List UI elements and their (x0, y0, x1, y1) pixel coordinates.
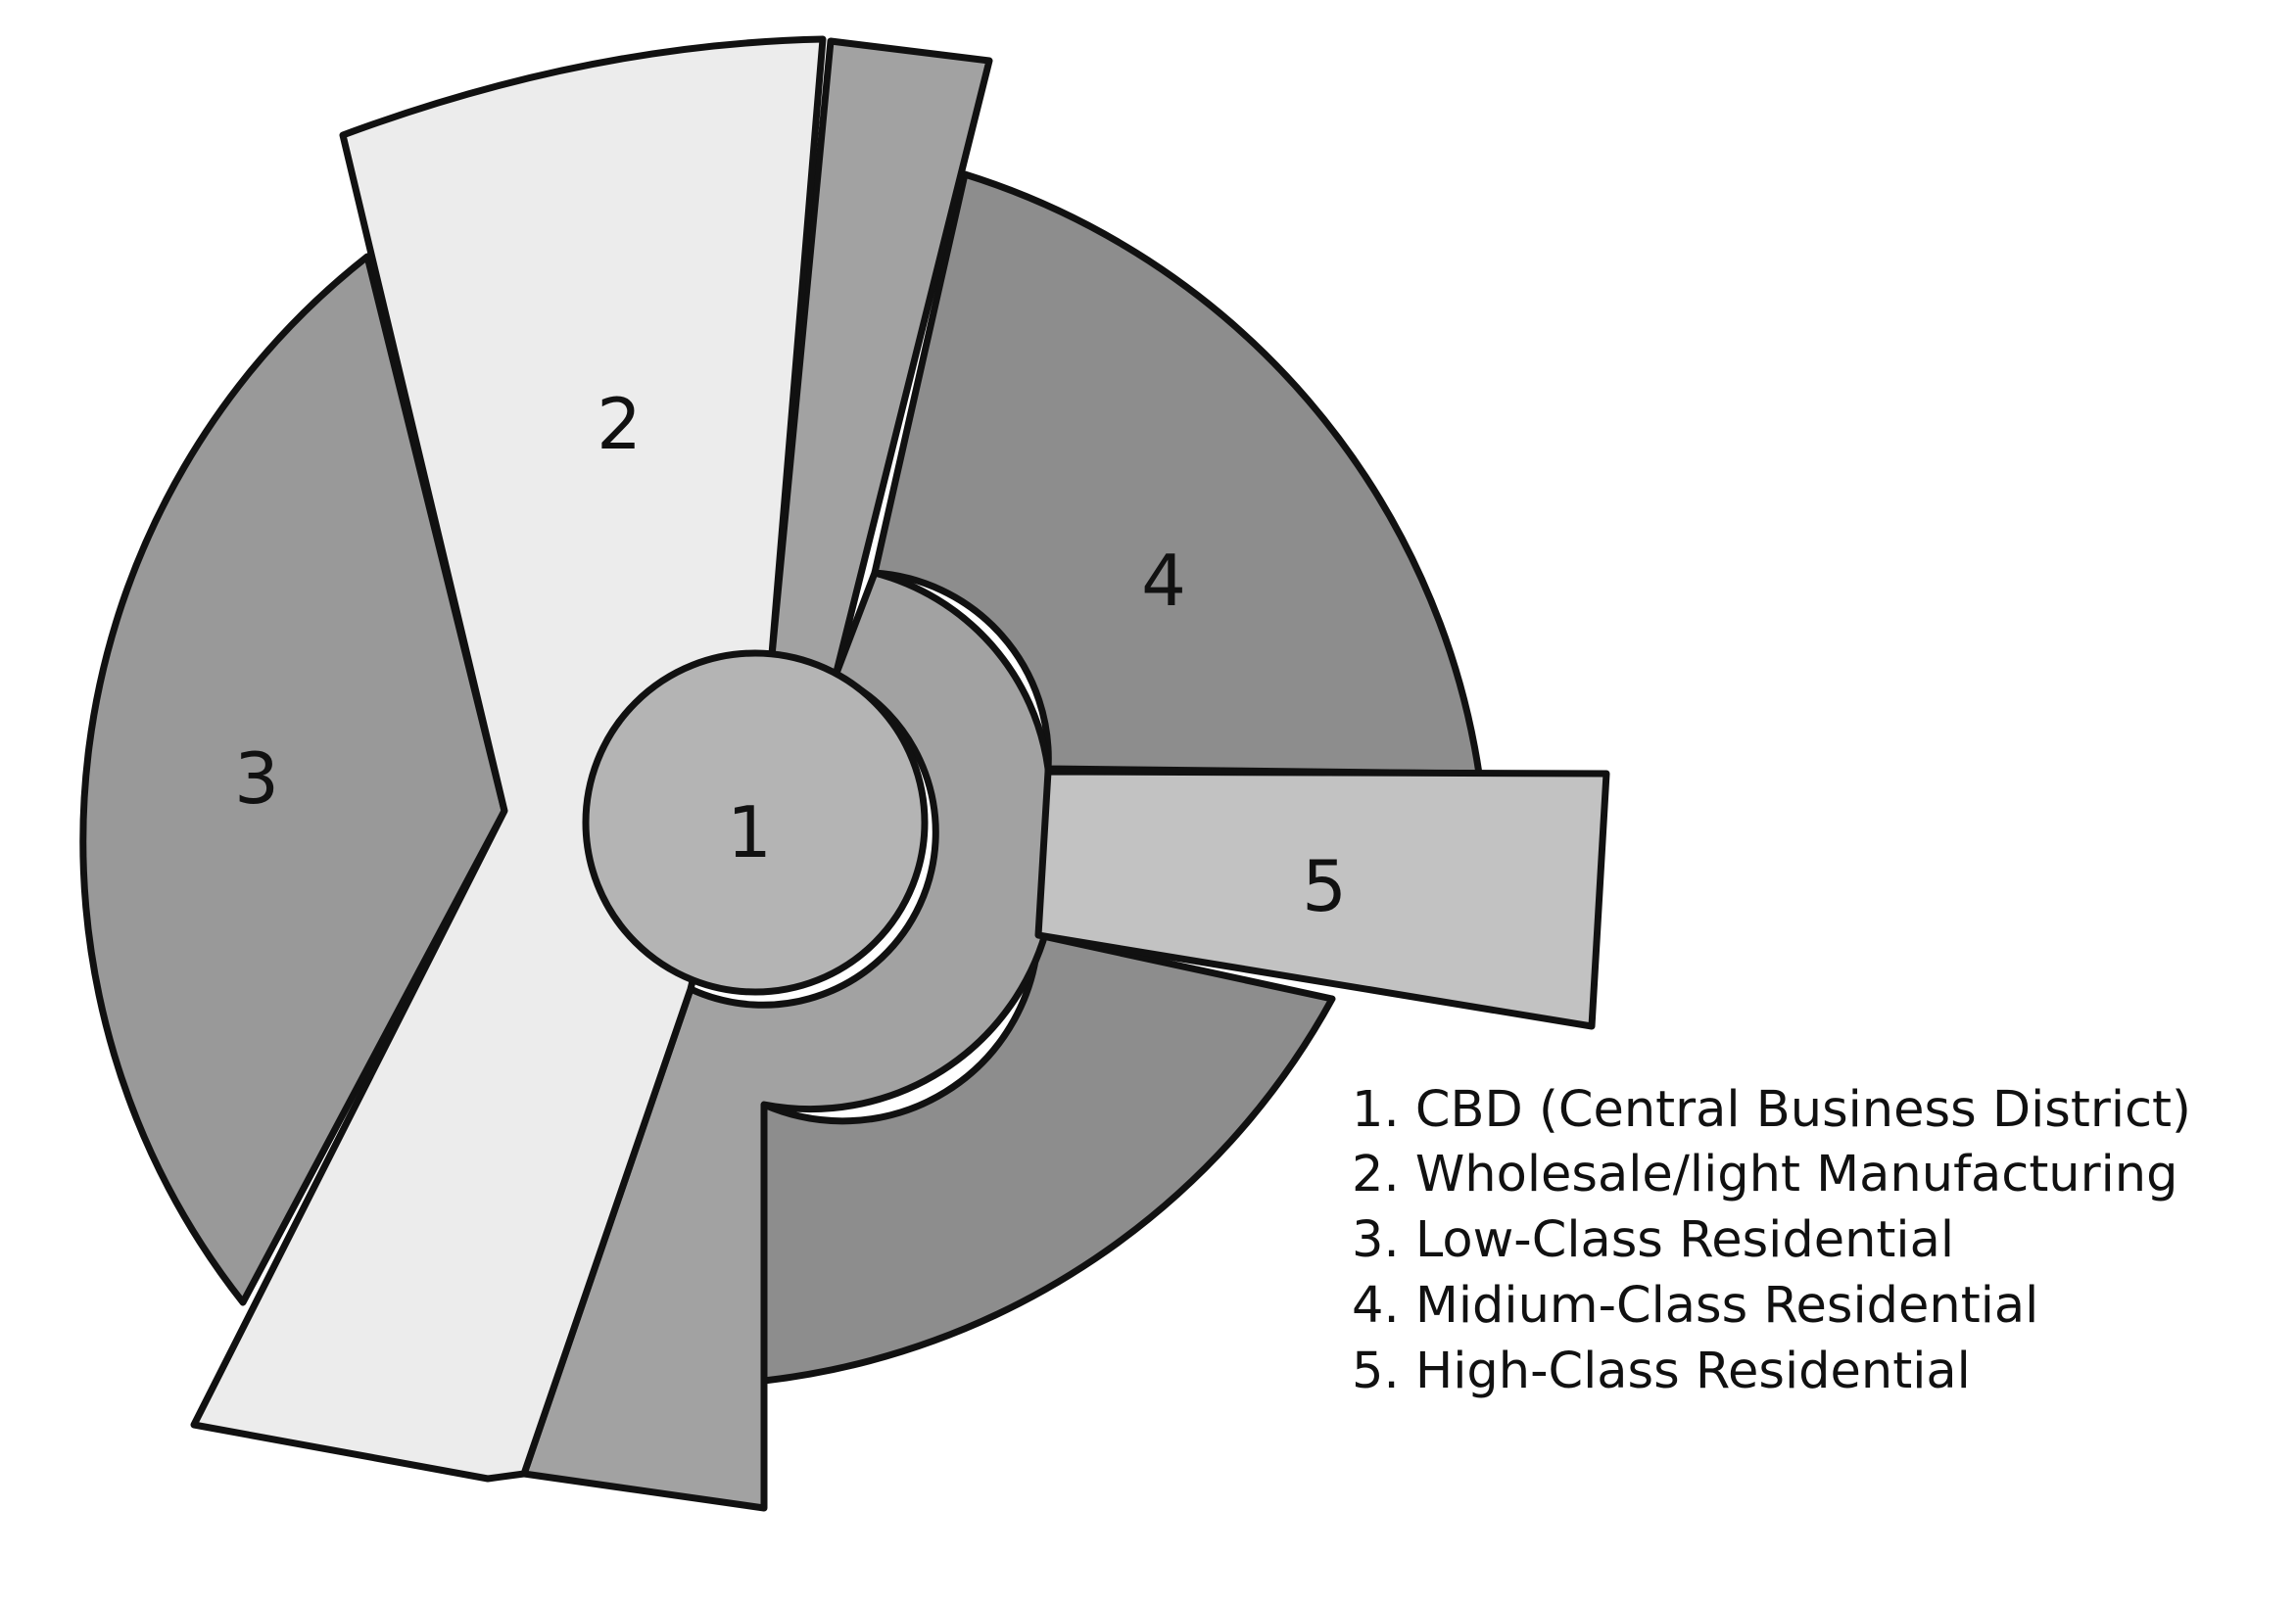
zone-transition-ring (520, 569, 1052, 1512)
legend: 1. CBD (Central Business District) 2. Wh… (1352, 1081, 2191, 1400)
zone-1-label: 1 (727, 791, 772, 873)
legend-item-5: 5. High-Class Residential (1352, 1343, 1971, 1400)
zone-5-high-class-residential (1034, 768, 1610, 1030)
zone-3-low-class-residential (79, 253, 508, 1306)
zone-3-label: 3 (234, 737, 279, 820)
legend-item-4: 4. Midium-Class Residential (1352, 1277, 2038, 1335)
zone-4-label: 4 (1141, 540, 1186, 622)
zone-2-label: 2 (597, 383, 642, 465)
zone-4-middle-class-residential (871, 170, 1483, 778)
zone-5-label: 5 (1302, 845, 1347, 927)
legend-item-3: 3. Low-Class Residential (1352, 1211, 1954, 1269)
zone-1-cbd (582, 649, 929, 996)
legend-item-2: 2. Wholesale/light Manufacturing (1352, 1146, 2177, 1203)
legend-item-1: 1. CBD (Central Business District) (1352, 1081, 2191, 1139)
